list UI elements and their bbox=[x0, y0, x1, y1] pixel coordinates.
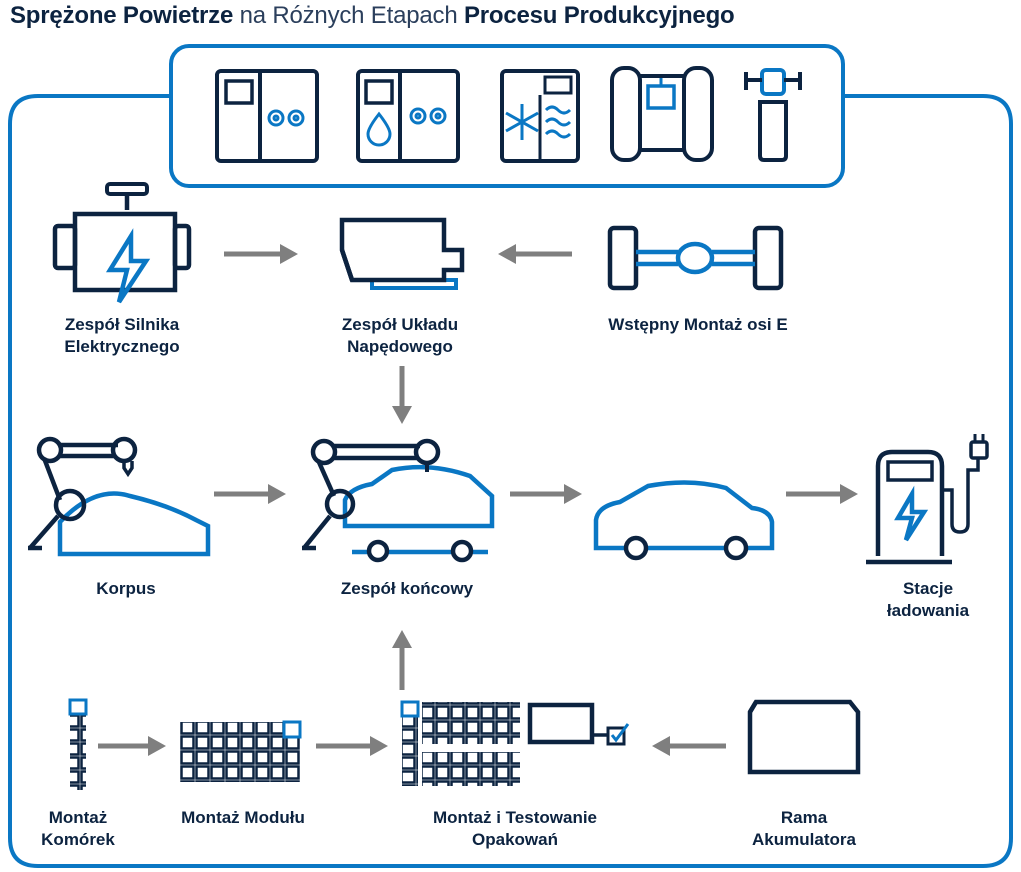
label-pack-line1: Montaż i Testowanie bbox=[432, 808, 598, 827]
air-tank-icon bbox=[610, 66, 714, 162]
compressor-icon bbox=[215, 69, 319, 163]
label-module: Montaż Modułu bbox=[160, 807, 326, 829]
label-electric-motor-line1: Zespół Silnika bbox=[64, 315, 180, 334]
arrow-pack-to-final bbox=[392, 630, 412, 690]
label-charging-line2: ładowania bbox=[886, 601, 970, 620]
label-cells-line2: Komórek bbox=[41, 830, 115, 849]
label-charging-line1: Stacje bbox=[902, 579, 954, 598]
e-axle-icon bbox=[607, 225, 784, 291]
label-pack: Montaż i Testowanie Opakowań bbox=[400, 807, 630, 851]
label-drivetrain-line1: Zespół Układu bbox=[341, 315, 459, 334]
car-icon bbox=[593, 480, 775, 561]
electric-motor-icon bbox=[52, 182, 192, 304]
filter-icon bbox=[744, 68, 802, 162]
label-body: Korpus bbox=[56, 578, 196, 600]
outer-frame bbox=[8, 94, 1013, 868]
title-part-2: na Różnych Etapach bbox=[233, 2, 464, 29]
arrow-drivetrain-to-final bbox=[392, 366, 412, 424]
label-drivetrain: Zespół Układu Napędowego bbox=[300, 314, 500, 358]
label-cells: Montaż Komórek bbox=[18, 807, 138, 851]
air-dryer-icon bbox=[500, 69, 580, 163]
robot-body-icon bbox=[28, 436, 211, 557]
battery-cell-icon bbox=[68, 698, 88, 790]
label-body-line1: Korpus bbox=[96, 579, 156, 598]
label-axle: Wstępny Montaż osi E bbox=[580, 314, 816, 336]
arrow-motor-to-drivetrain bbox=[224, 244, 298, 264]
title-part-3: Procesu Produkcyjnego bbox=[463, 2, 735, 29]
label-axle-line1: Wstępny Montaż osi E bbox=[608, 315, 788, 334]
final-assembly-icon bbox=[302, 438, 495, 563]
battery-module-icon bbox=[180, 720, 302, 782]
charging-station-icon bbox=[866, 434, 989, 565]
label-module-line1: Montaż Modułu bbox=[181, 808, 305, 827]
diagram-title: Sprężone Powietrze na Różnych Etapach Pr… bbox=[10, 2, 735, 30]
label-electric-motor: Zespół Silnika Elektrycznego bbox=[22, 314, 222, 358]
arrow-car-to-charging bbox=[786, 484, 858, 504]
label-drivetrain-line2: Napędowego bbox=[347, 337, 453, 356]
arrow-frame-to-pack bbox=[652, 736, 726, 756]
flow-arrows bbox=[98, 244, 858, 756]
equipment-box bbox=[169, 44, 845, 188]
label-pack-line2: Opakowań bbox=[472, 830, 558, 849]
label-final: Zespół końcowy bbox=[302, 578, 512, 600]
battery-frame-icon bbox=[747, 699, 861, 775]
arrow-final-to-car bbox=[510, 484, 582, 504]
arrow-body-to-final bbox=[214, 484, 286, 504]
arrow-module-to-pack bbox=[316, 736, 388, 756]
label-cells-line1: Montaż bbox=[48, 808, 108, 827]
battery-pack-icon bbox=[400, 700, 630, 786]
label-frame-line2: Akumulatora bbox=[752, 830, 856, 849]
label-charging: Stacje ładowania bbox=[858, 578, 998, 622]
water-cooled-compressor-icon bbox=[356, 69, 460, 163]
transmission-icon bbox=[339, 217, 465, 290]
label-frame-line1: Rama bbox=[780, 808, 828, 827]
label-electric-motor-line2: Elektrycznego bbox=[64, 337, 180, 356]
arrow-cells-to-module bbox=[98, 736, 166, 756]
label-frame: Rama Akumulatora bbox=[734, 807, 874, 851]
label-final-line1: Zespół końcowy bbox=[340, 579, 474, 598]
title-part-1: Sprężone Powietrze bbox=[10, 2, 234, 29]
arrow-axle-to-drivetrain bbox=[498, 244, 572, 264]
